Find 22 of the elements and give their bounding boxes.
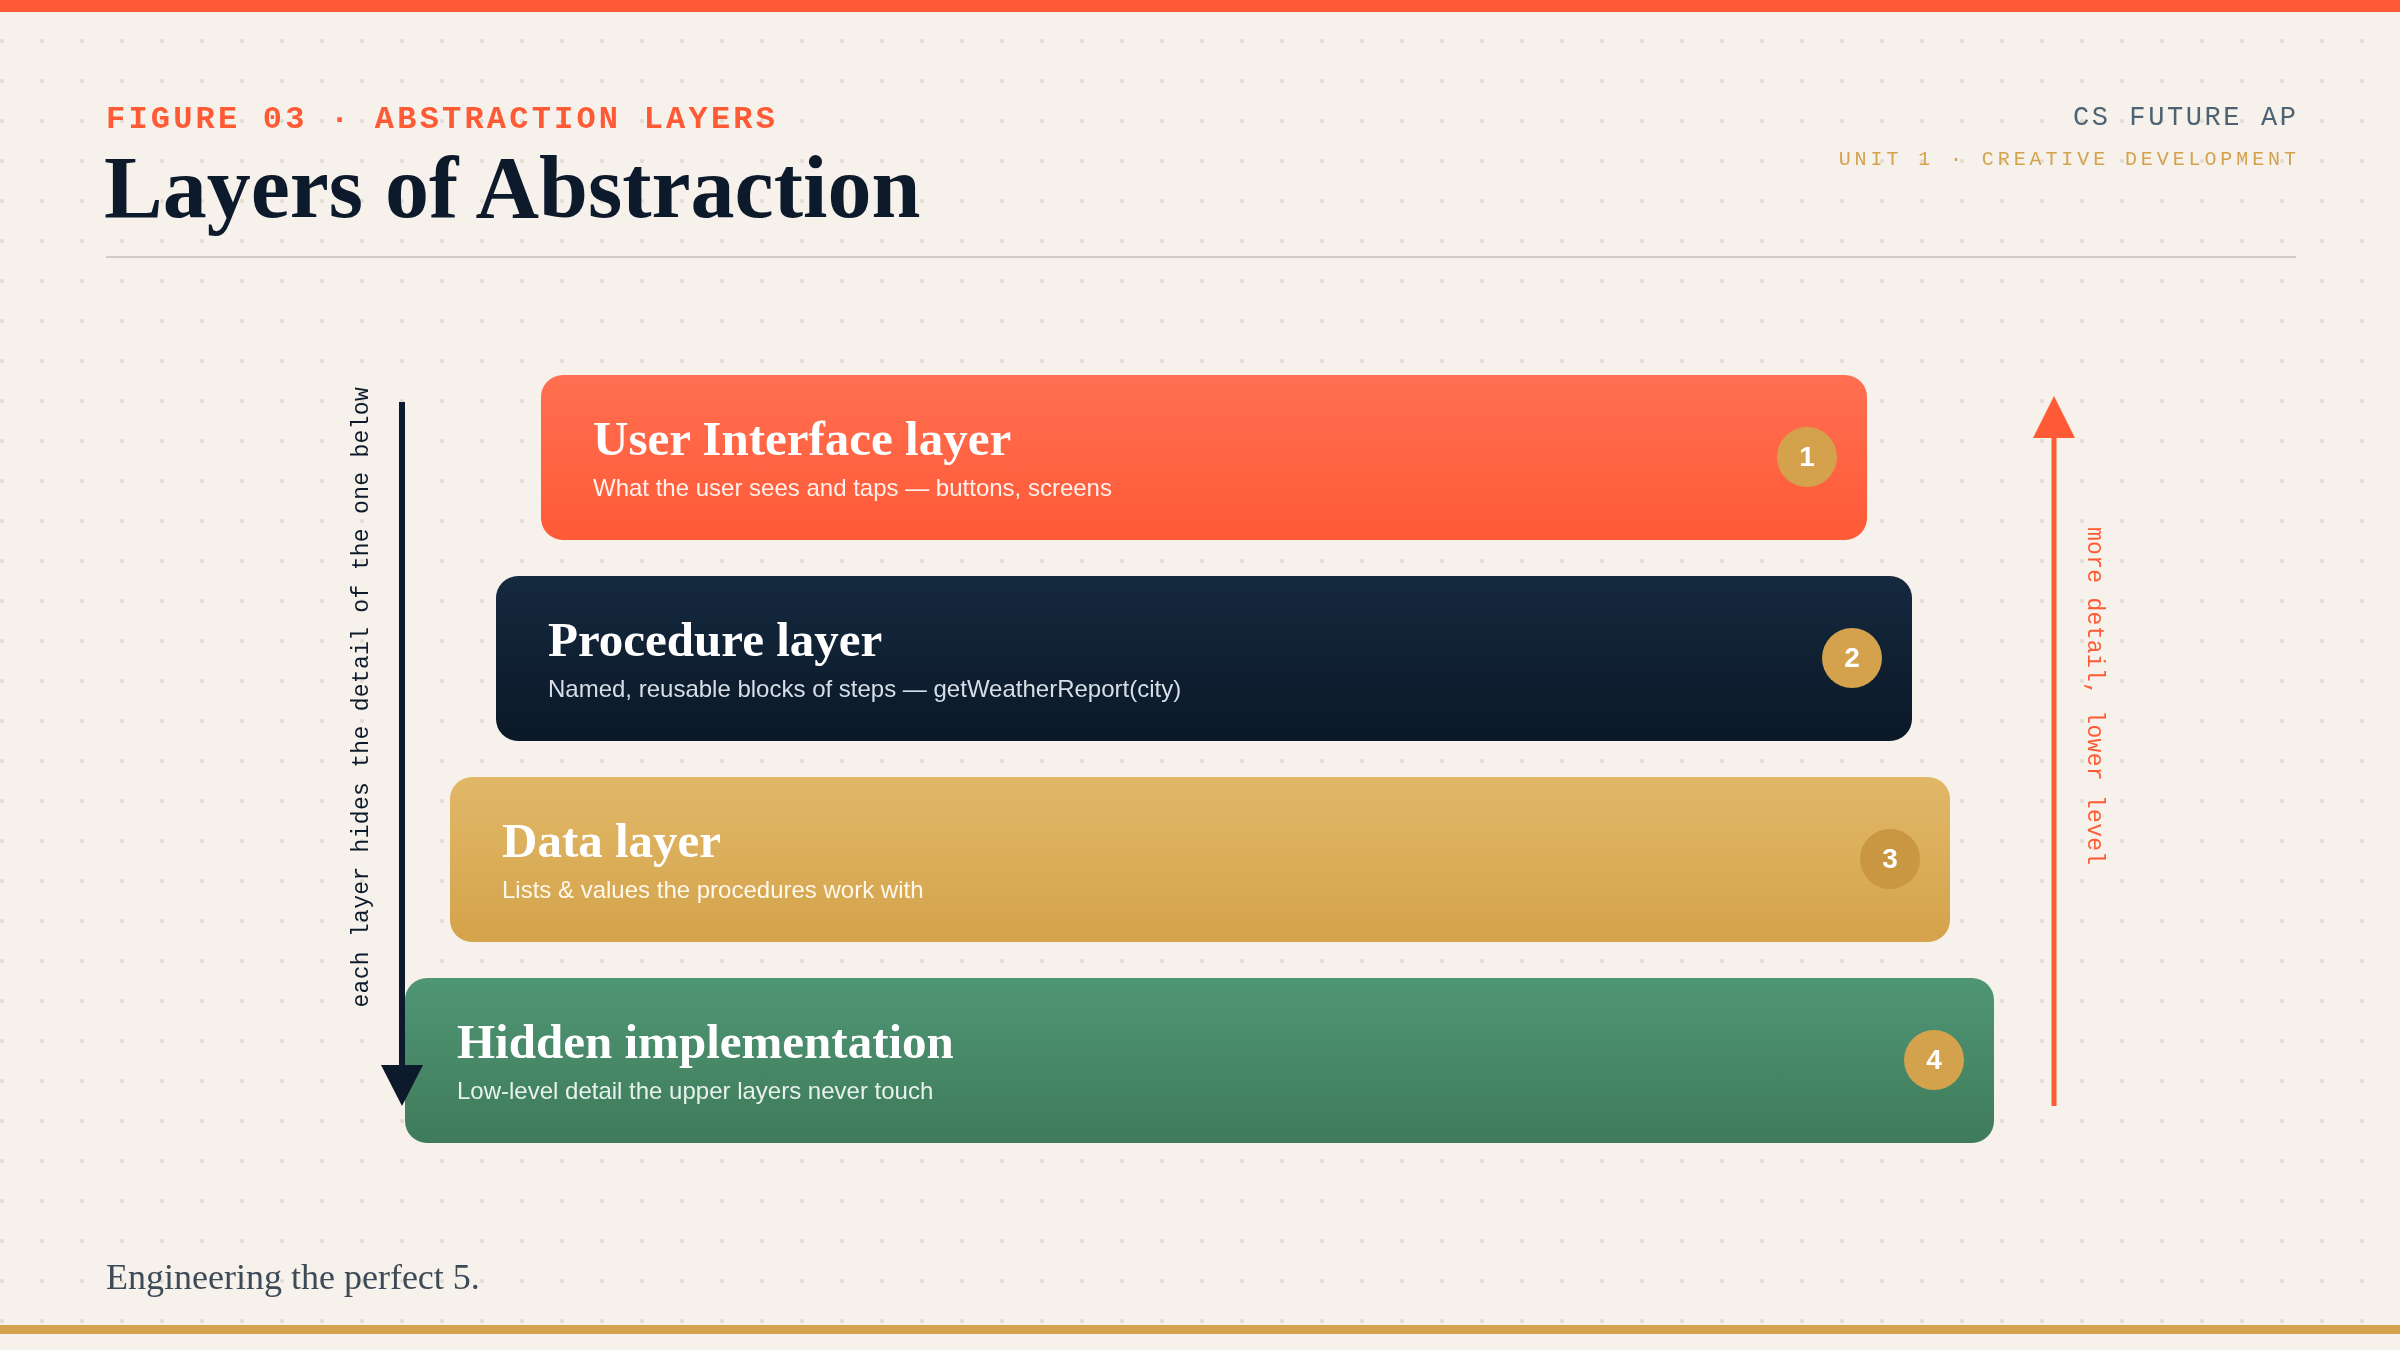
layer-title: User Interface layer	[593, 412, 1012, 466]
step-number-badge: 1	[1777, 427, 1837, 487]
layer-description: Named, reusable blocks of steps — getWeatherReport(city)	[548, 674, 1182, 704]
direction-caption: more detail, lower level	[2080, 527, 2108, 866]
figure-kicker: FIGURE 03 · ABSTRACTION LAYERS	[106, 104, 779, 136]
layer-description: Lists & values the procedures work with	[502, 875, 924, 905]
layer-description: What the user sees and taps — buttons, screens	[593, 473, 1112, 503]
layer-band	[405, 978, 1994, 1143]
unit-label: UNIT 1 · CREATIVE DEVELOPMENT	[1838, 150, 2300, 170]
step-number-badge: 4	[1904, 1030, 1964, 1090]
layer-title: Data layer	[502, 814, 722, 868]
layer-description: Low-level detail the upper layers never touch	[457, 1076, 934, 1106]
course-name: CS FUTURE AP	[2072, 105, 2299, 132]
layer-band	[541, 375, 1867, 540]
layer-band	[450, 777, 1950, 942]
step-number-badge: 3	[1860, 829, 1920, 889]
layer-title: Hidden implementation	[457, 1015, 954, 1069]
layer-band	[496, 576, 1912, 741]
step-number-badge: 2	[1822, 628, 1882, 688]
footer-tagline: Engineering the perfect 5.	[106, 1259, 480, 1295]
layer-title: Procedure layer	[548, 613, 883, 667]
direction-caption: each layer hides the detail of the one below	[348, 387, 376, 1008]
